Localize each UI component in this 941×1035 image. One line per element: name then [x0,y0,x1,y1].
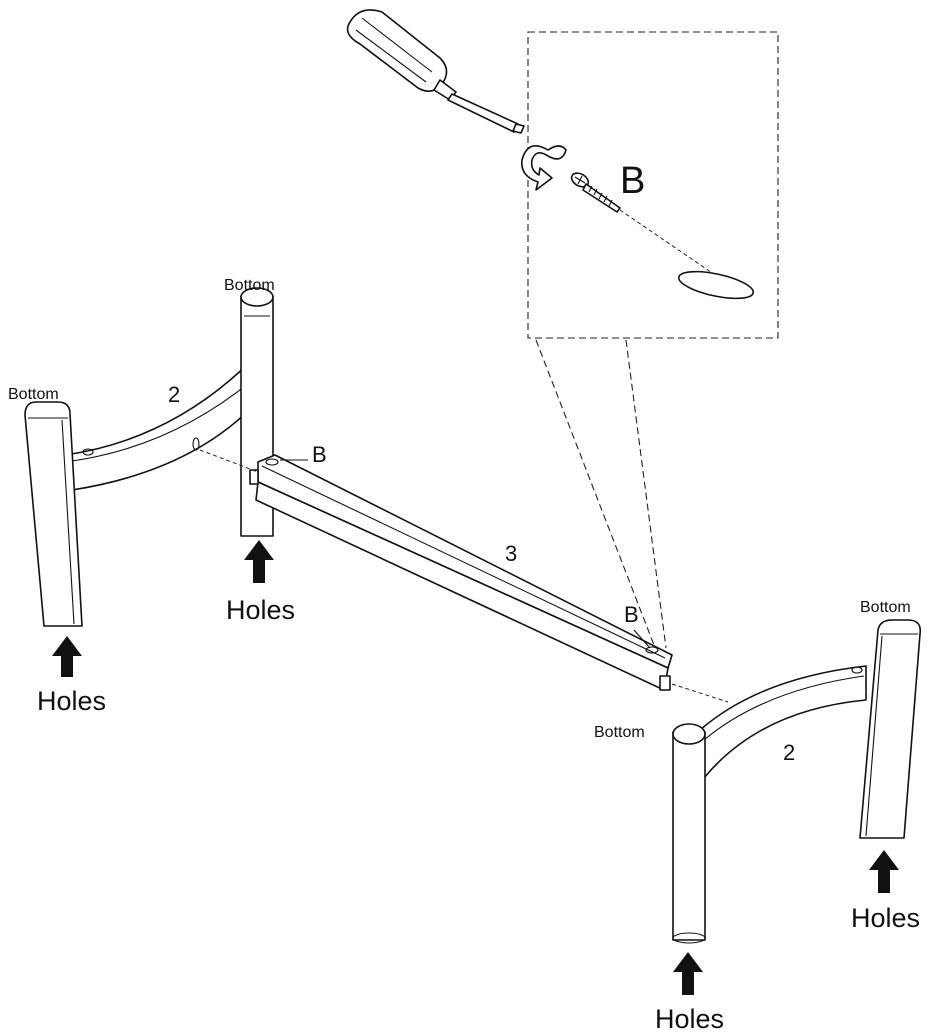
holes-center-label: Holes [226,595,295,625]
alignment-line-right [671,683,729,703]
screw-b-right-leader [633,629,651,649]
screw-b-left-label: B [312,442,327,467]
right-frame-part-2 [672,619,922,944]
arrow-up-icon [673,952,703,995]
bottom-front-label: Bottom [594,724,645,741]
detail-inset-frame [527,31,779,339]
part-3-label: 3 [505,541,517,566]
hole-detail-icon [677,270,755,300]
bottom-left-label: Bottom [8,386,59,403]
rotate-arrow-icon [521,144,567,191]
projection-line-right [625,339,667,649]
part-2-left-label: 2 [168,382,180,407]
arrow-up-icon [52,636,82,677]
left-frame-part-2 [24,287,274,627]
holes-right-label: Holes [851,903,920,933]
cross-bar-part-3 [249,454,673,691]
holes-left-label: Holes [37,686,106,716]
arrow-up-icon [244,540,274,583]
screwdriver-icon [346,9,525,134]
arrow-up-icon [869,850,899,893]
screw-b-right-label: B [624,602,639,627]
alignment-line-left [199,449,259,473]
bottom-center-label: Bottom [224,277,275,294]
part-2-right-label: 2 [783,740,795,765]
holes-front-label: Holes [655,1004,724,1034]
screw-b-icon [570,172,621,213]
bottom-right-label: Bottom [860,599,911,616]
screw-b-detail-label: B [620,160,645,202]
detail-inset [527,31,779,649]
